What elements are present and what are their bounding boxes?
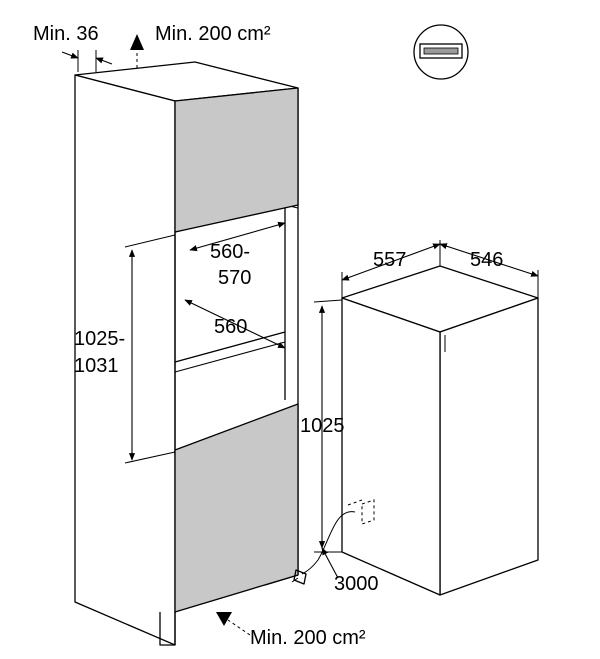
niche-height-label-1: 1025-	[74, 328, 125, 350]
bottom-vent-label: Min. 200 cm²	[250, 627, 366, 649]
niche-height-label-2: 1031	[74, 355, 119, 377]
power-plug-icon	[291, 569, 307, 585]
niche-depth-dimension	[189, 221, 286, 252]
cable-length-label: 3000	[334, 573, 379, 595]
gap-label: Min. 36	[33, 23, 99, 45]
lower-cabinet-door	[174, 403, 299, 613]
niche-depth-label-2: 570	[218, 267, 251, 289]
appliance-height-dimension	[313, 299, 343, 553]
top-ventilation-arrow	[130, 34, 144, 68]
top-vent-label: Min. 200 cm²	[155, 23, 271, 45]
gap-dimension	[61, 50, 113, 72]
bottom-ventilation-arrow	[216, 612, 251, 636]
appliance-depth-label: 557	[373, 249, 406, 271]
cable-length-pointer	[321, 547, 339, 579]
niche-width-dimension	[184, 299, 286, 349]
niche-width-label: 560	[214, 316, 247, 338]
wall-socket-icon	[361, 499, 375, 525]
niche-depth-label-1: 560-	[210, 241, 250, 263]
appliance-width-label: 546	[470, 249, 503, 271]
appliance-height-label: 1025	[300, 415, 345, 437]
appliance-width-dimension	[439, 243, 539, 298]
fridge-appliance	[341, 265, 539, 596]
integrated-appliance-icon	[413, 24, 469, 80]
niche-height-dimension	[124, 234, 176, 464]
upper-cabinet-door	[174, 87, 299, 233]
power-cable	[301, 499, 363, 575]
